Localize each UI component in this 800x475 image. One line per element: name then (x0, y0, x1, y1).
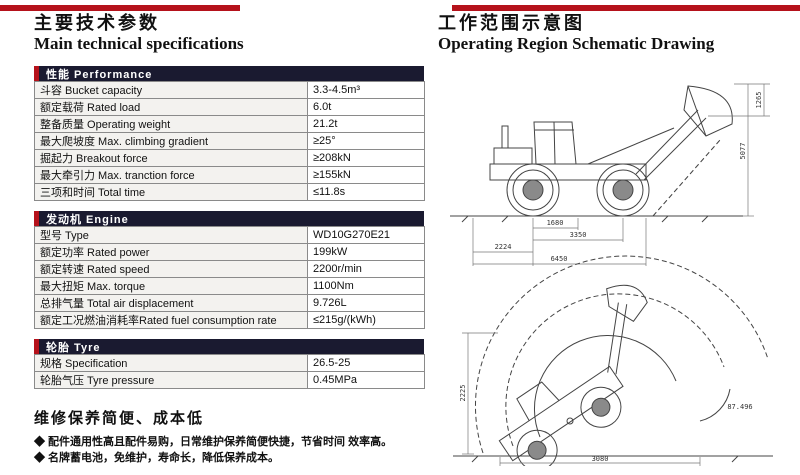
spec-value: 6.0t (307, 98, 425, 116)
engine-section: 发动机 Engine 型号 Type WD10G270E21 额定功率 Rate… (34, 211, 425, 329)
tyre-section-header: 轮胎 Tyre (34, 339, 424, 354)
engine-table: 型号 Type WD10G270E21 额定功率 Rated power 199… (34, 226, 425, 329)
spec-value: 2200r/min (307, 260, 425, 278)
spec-value: ≤215g/(kWh) (307, 311, 425, 329)
spec-label: 整备质量 Operating weight (34, 115, 308, 133)
dim-label-angle: 87.496 (727, 403, 752, 411)
left-title-chinese: 主要技术参数 (34, 13, 160, 33)
dim-label-6450: 6450 (551, 255, 568, 263)
tyre-section: 轮胎 Tyre 规格 Specification 26.5-25 轮胎气压 Ty… (34, 339, 425, 389)
spec-value: ≥25° (307, 132, 425, 150)
spec-label: 额定功率 Rated power (34, 243, 308, 261)
spec-label: 规格 Specification (34, 354, 308, 372)
spec-label: 型号 Type (34, 226, 308, 244)
tyre-table: 规格 Specification 26.5-25 轮胎气压 Tyre press… (34, 354, 425, 389)
tipped-view-dimensions: 2225 3080 87.496 (459, 332, 753, 466)
performance-table: 斗容 Bucket capacity 3.3-4.5m³ 额定载荷 Rated … (34, 81, 425, 201)
spec-value: 199kW (307, 243, 425, 261)
side-view-dimensions: 1680 3350 2224 6450 5077 1265 (472, 83, 770, 266)
table-row: 掘起力 Breakout force ≥208kN (34, 149, 425, 167)
dim-label-3350: 3350 (570, 231, 587, 239)
spec-value: 21.2t (307, 115, 425, 133)
dim-label-3080: 3080 (592, 455, 609, 463)
spec-label: 掘起力 Breakout force (34, 149, 308, 167)
table-row: 型号 Type WD10G270E21 (34, 226, 425, 244)
spec-value: 9.726L (307, 294, 425, 312)
table-row: 规格 Specification 26.5-25 (34, 354, 425, 372)
spec-value: 3.3-4.5m³ (307, 81, 425, 99)
red-square-icon (34, 211, 39, 226)
dim-label-2224: 2224 (495, 243, 512, 251)
spec-label: 总排气量 Total air displacement (34, 294, 308, 312)
spec-label: 额定载荷 Rated load (34, 98, 308, 116)
spec-value: WD10G270E21 (307, 226, 425, 244)
spec-value: 26.5-25 (307, 354, 425, 372)
performance-section-title: 性能 Performance (46, 68, 153, 81)
table-row: 总排气量 Total air displacement 9.726L (34, 294, 425, 312)
table-row: 额定功率 Rated power 199kW (34, 243, 425, 261)
footer-title: 维修保养简便、成本低 (34, 410, 205, 427)
right-title-chinese: 工作范围示意图 (438, 13, 585, 33)
tyre-section-title: 轮胎 Tyre (46, 341, 101, 354)
top-right-red-accent-bar (452, 5, 800, 11)
spec-label: 最大扭矩 Max. torque (34, 277, 308, 295)
spec-label: 额定转速 Rated speed (34, 260, 308, 278)
schematic-panel: 工作范围示意图 Operating Region Schematic Drawi… (438, 12, 792, 466)
table-row: 额定载荷 Rated load 6.0t (34, 98, 425, 116)
spec-label: 斗容 Bucket capacity (34, 81, 308, 99)
left-title-english: Main technical specifications (34, 34, 244, 53)
red-square-icon (34, 339, 39, 354)
spec-label: 最大牵引力 Max. tranction force (34, 166, 308, 184)
tipped-loader-body (498, 284, 648, 466)
spec-value: 1100Nm (307, 277, 425, 295)
spec-value: ≥208kN (307, 149, 425, 167)
maintenance-footer: 维修保养简便、成本低 ◆ 配件通用性高且配件易购，日常维护保养简便快捷，节省时间… (34, 409, 424, 466)
table-row: 最大扭矩 Max. torque 1100Nm (34, 277, 425, 295)
engine-section-title: 发动机 Engine (46, 213, 129, 226)
spec-label: 最大爬坡度 Max. climbing gradient (34, 132, 308, 150)
table-row: 轮胎气压 Tyre pressure 0.45MPa (34, 371, 425, 389)
table-row: 最大爬坡度 Max. climbing gradient ≥25° (34, 132, 425, 150)
spec-value: ≥155kN (307, 166, 425, 184)
operating-region-schematic: 1680 3350 2224 6450 5077 1265 (450, 83, 773, 466)
footer-bullet: ◆ 名牌蓄电池，免维护，寿命长，降低保养成本。 (34, 452, 280, 464)
table-row: 整备质量 Operating weight 21.2t (34, 115, 425, 133)
dim-label-1265: 1265 (755, 92, 763, 109)
spec-label: 额定工况燃油消耗率Rated fuel consumption rate (34, 311, 308, 329)
dim-label-2225: 2225 (459, 385, 467, 402)
spec-label: 三项和时间 Total time (34, 183, 308, 201)
performance-section-header: 性能 Performance (34, 66, 424, 81)
spec-value: 0.45MPa (307, 371, 425, 389)
spec-value: ≤11.8s (307, 183, 425, 201)
performance-section: 性能 Performance 斗容 Bucket capacity 3.3-4.… (34, 66, 425, 201)
spec-label: 轮胎气压 Tyre pressure (34, 371, 308, 389)
table-row: 额定工况燃油消耗率Rated fuel consumption rate ≤21… (34, 311, 425, 329)
dim-label-1680: 1680 (547, 219, 564, 227)
top-left-red-accent-bar (0, 5, 240, 11)
footer-bullet: ◆ 配件通用性高且配件易购，日常维护保养简便快捷，节省时间 效率高。 (34, 436, 393, 448)
table-row: 额定转速 Rated speed 2200r/min (34, 260, 425, 278)
red-square-icon (34, 66, 39, 81)
loader-tipped-view (453, 255, 773, 466)
right-title-english: Operating Region Schematic Drawing (438, 34, 715, 53)
engine-section-header: 发动机 Engine (34, 211, 424, 226)
table-row: 最大牵引力 Max. tranction force ≥155kN (34, 166, 425, 184)
loader-side-view (450, 85, 743, 223)
table-row: 三项和时间 Total time ≤11.8s (34, 183, 425, 201)
dim-label-5077: 5077 (739, 143, 747, 160)
specifications-panel: 主要技术参数 Main technical specifications 性能 … (34, 12, 425, 466)
table-row: 斗容 Bucket capacity 3.3-4.5m³ (34, 81, 425, 99)
